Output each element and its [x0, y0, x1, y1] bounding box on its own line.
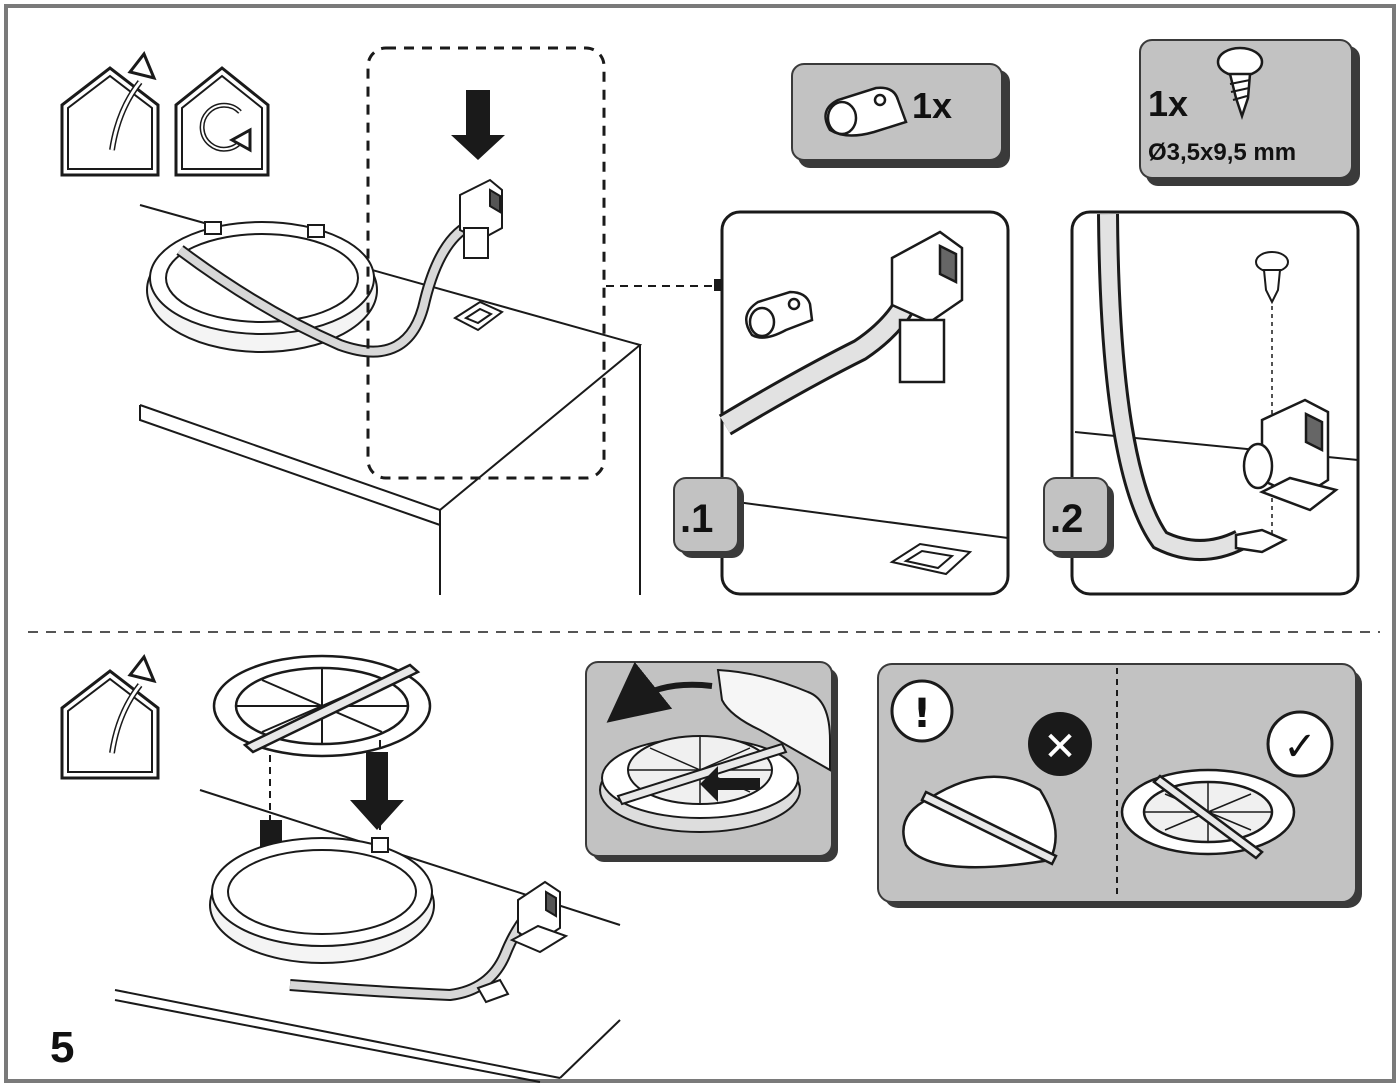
- mount-bracket: [889, 542, 973, 576]
- down-arrow-icon: [350, 752, 404, 830]
- house-recirculation-icon: [174, 66, 270, 177]
- warning-icon: [890, 679, 954, 743]
- screw-icon: [1255, 251, 1289, 305]
- rotation-detail-panel: [585, 661, 838, 862]
- clip-quantity: 1x: [912, 85, 952, 126]
- warning-symbol: !: [913, 691, 931, 737]
- warning-panel: ! ✕ ✓: [877, 663, 1362, 908]
- detail-1-label: .1: [680, 497, 713, 541]
- screw-size: Ø3,5x9,5 mm: [1148, 139, 1296, 166]
- screw-kit-badge: 1x Ø3,5x9,5 mm: [1139, 39, 1360, 186]
- screw-quantity: 1x: [1148, 83, 1188, 124]
- house-exhaust-icon: [60, 654, 160, 780]
- correct-damper-example: [1120, 768, 1296, 860]
- curved-arrow-icon: [606, 661, 713, 723]
- mount-bracket: [453, 300, 504, 332]
- house-exhaust-icon: [60, 51, 160, 177]
- exhaust-collar-ring: [209, 837, 435, 964]
- wrong-icon: [1028, 712, 1092, 776]
- hood-top-plate: [139, 204, 643, 595]
- detail-panel-2: .2: [1043, 210, 1360, 596]
- right-symbol: ✓: [1283, 724, 1317, 770]
- screw-icon: [1216, 46, 1264, 120]
- clip-kit-badge: 1x: [791, 63, 1010, 168]
- power-connector: [459, 178, 503, 259]
- cable-clip-icon: [824, 86, 908, 137]
- power-connector: [476, 880, 569, 1004]
- power-cable: [176, 219, 473, 358]
- callout-box: [366, 46, 606, 480]
- cable-clip-icon: [745, 290, 814, 339]
- incorrect-damper-example: [902, 775, 1058, 869]
- down-arrow-icon: [451, 90, 505, 160]
- damper-disc: [212, 654, 432, 758]
- right-icon: [1266, 710, 1334, 778]
- detail-2-label: .2: [1050, 497, 1083, 541]
- step-number: 5: [50, 1023, 74, 1072]
- detail-panel-1: .1: [673, 210, 1010, 596]
- exhaust-collar-ring: [146, 221, 378, 353]
- wrong-symbol: ✕: [1043, 724, 1077, 770]
